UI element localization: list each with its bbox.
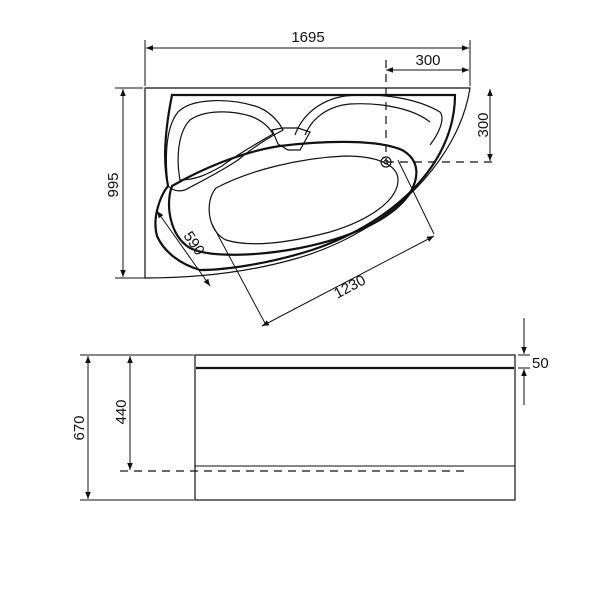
ext-line-inner-length-right [397,159,435,235]
ext-line-inner-length-left [211,223,267,326]
lobe-right-inner [304,103,431,136]
dim-label-length: 1695 [291,29,324,46]
basin-floor [208,155,399,245]
dim-label-panel-height: 440 [113,399,130,424]
side-view: 670 440 50 [71,318,549,501]
dim-label-drain-x: 300 [415,52,440,69]
dim-label-drain-y: 300 [475,112,492,137]
dim-label-inner-length: 1230 [331,272,368,303]
dim-line-inner-length [261,235,435,327]
basin-outline [168,140,418,256]
dim-label-total-height: 670 [71,415,88,440]
drain-center [383,159,389,165]
backrest-left-inner [177,111,274,181]
lobe-right-outer [294,94,443,146]
dim-label-rim: 50 [532,355,549,372]
dim-label-depth: 995 [105,172,122,197]
drain-icon [380,156,392,168]
tub-side-outline [194,354,516,501]
top-view: 1695 300 300 995 590 [105,29,498,327]
dim-line-inner-width [156,210,211,287]
dim-label-inner-width: 590 [180,228,208,258]
backrest-left-outer [165,100,284,192]
